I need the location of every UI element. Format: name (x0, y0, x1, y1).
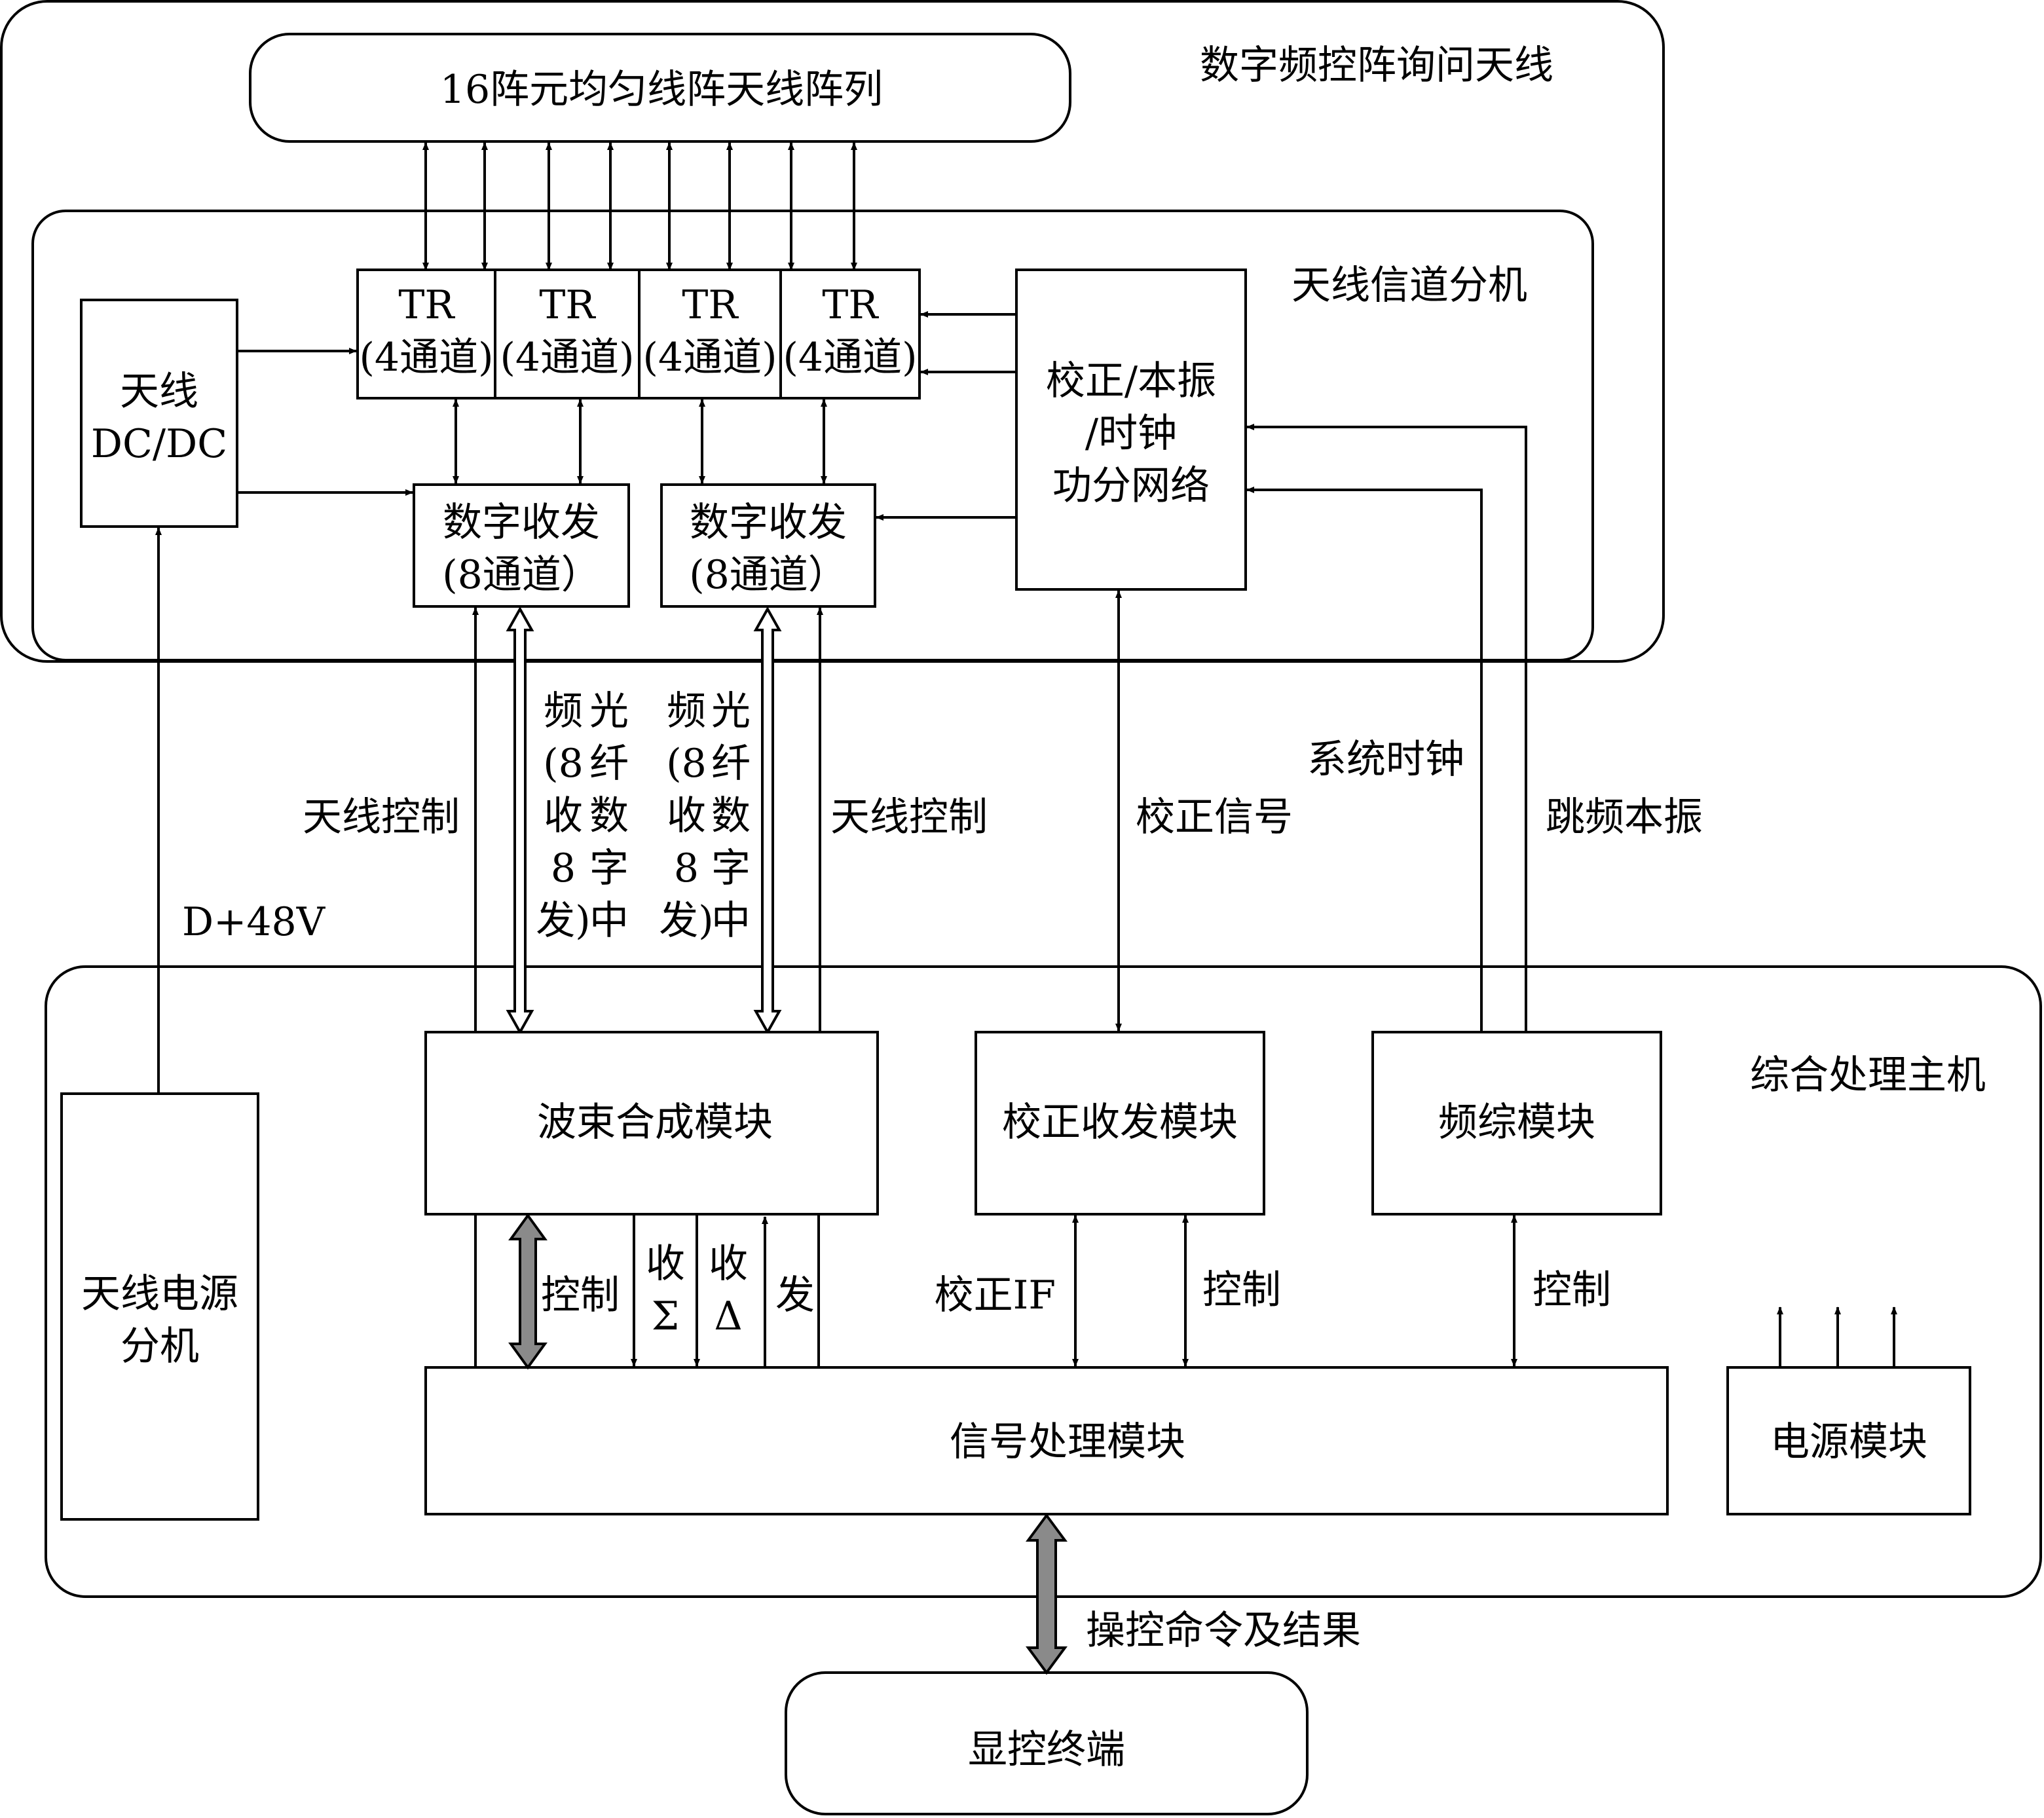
calib-trx-module (975, 1031, 1265, 1215)
digital-transceiver-2 (660, 483, 876, 608)
fiber-2-col1-char4: 8 (674, 845, 699, 891)
display-terminal-label: 显控终端 (968, 1727, 1125, 1773)
transceiver-2-line2: (8通道） (689, 552, 847, 598)
tr-module-4 (779, 269, 921, 399)
power-module (1726, 1366, 1971, 1515)
calib-lo-network-box (1015, 269, 1247, 591)
antenna-array-box (249, 33, 1071, 143)
digital-transceiver-1 (413, 483, 630, 608)
dcdc-label-line2: DC/DC (91, 421, 227, 467)
bf-control-label: 控制 (541, 1272, 620, 1318)
bf-sp-control-arrow (508, 1213, 548, 1370)
tr-2-channels: (4通道) (500, 335, 635, 380)
fiber-2-col1-char1: 频 (667, 688, 706, 734)
fiber-1-col1-char2: (8 (543, 741, 584, 787)
tr-3-label: TR (682, 282, 739, 328)
tr-1-label: TR (398, 282, 455, 328)
fiber-2-col2-char2: 纤 (711, 741, 751, 787)
outer-title: 数字频控阵询问天线 (1200, 43, 1553, 88)
fiber-1-col2-char4: 字 (589, 845, 629, 891)
fiber-label-2: 频 (8 收 8 发) 光 纤 数 字 中 (659, 688, 751, 944)
antenna-array-label: 16阵元均匀线阵天线阵列 (440, 67, 883, 113)
tr-module-1 (356, 269, 496, 399)
antenna-power-dist-box (60, 1092, 259, 1521)
fiber-1-col1-char3: 收 (544, 793, 583, 839)
tx-label: 发 (775, 1272, 815, 1318)
rx-delta-label-2: Δ (714, 1293, 742, 1339)
d48v-label: D+48V (182, 899, 326, 945)
channel-internal-links (237, 311, 1016, 521)
fiber-2-col1-char5: 发) (659, 898, 713, 944)
calib-network-line1: 校正/本振 (1046, 358, 1216, 404)
tr-1-channels: (4通道) (360, 335, 494, 380)
antenna-control-label-2: 天线控制 (830, 794, 988, 840)
freq-synth-label: 频综模块 (1438, 1100, 1595, 1145)
fiber-2-col2-char4: 字 (711, 845, 751, 891)
calib-control-label: 控制 (1202, 1267, 1281, 1313)
fiber-1-col1-char1: 频 (544, 688, 583, 734)
signal-proc-label: 信号处理模块 (950, 1419, 1185, 1465)
ops-command-arrow (1026, 1513, 1068, 1675)
rx-sigma-label-1: 收 (646, 1241, 685, 1287)
antenna-channel-frame (31, 210, 1594, 661)
fiber-2-col1-char3: 收 (667, 793, 706, 839)
hop-lo-line (1246, 424, 1527, 1031)
calib-network-line2: /时钟 (1085, 411, 1177, 456)
rx-delta-label-1: 收 (709, 1241, 748, 1287)
tr-3-channels: (4通道) (643, 335, 777, 380)
fiber-2-col2-char3: 数 (711, 793, 751, 839)
fiber-link-arrow-1 (506, 606, 534, 1035)
calib-signal-label: 校正信号 (1136, 794, 1293, 840)
fiber-1-col2-char2: 纤 (589, 741, 629, 787)
tr-module-3 (638, 269, 782, 399)
synth-control-label: 控制 (1533, 1267, 1611, 1313)
system-clock-line (1246, 487, 1483, 1031)
transceiver-1-line2: (8通道） (442, 552, 601, 598)
hop-lo-label: 跳频本振 (1546, 794, 1703, 840)
beamforming-module (424, 1031, 879, 1215)
tr-2-label: TR (539, 282, 596, 328)
dcdc-label-line1: 天线 (120, 369, 198, 415)
freq-synth-module (1371, 1031, 1662, 1215)
fiber-2-col2-char1: 光 (711, 688, 751, 734)
calib-trx-label: 校正收发模块 (1002, 1100, 1238, 1145)
ops-command-label: 操控命令及结果 (1086, 1608, 1361, 1654)
fiber-1-col2-char3: 数 (589, 793, 629, 839)
power-output-arrows (1777, 1307, 1897, 1367)
antenna-control-label-1: 天线控制 (303, 794, 460, 840)
fiber-2-col2-char5: 中 (711, 898, 751, 944)
fiber-2-col1-char2: (8 (666, 741, 707, 787)
transceiver-2-line1: 数字收发 (690, 500, 847, 546)
calib-network-line3: 功分网络 (1052, 463, 1210, 509)
antenna-dcdc-box (80, 299, 238, 528)
fiber-1-col2-char1: 光 (589, 688, 629, 734)
tr-4-channels: (4通道) (783, 335, 918, 380)
rx-sigma-label-2: Σ (652, 1293, 679, 1339)
fiber-link-arrow-2 (753, 606, 782, 1035)
power-dist-line2: 分机 (121, 1324, 199, 1369)
fiber-1-col2-char5: 中 (589, 898, 629, 944)
beamforming-label: 波束合成模块 (537, 1100, 773, 1145)
transceiver-1-line1: 数字收发 (443, 500, 600, 546)
power-module-label: 电源模块 (1770, 1419, 1927, 1465)
display-terminal-box (785, 1671, 1309, 1815)
fiber-1-col1-char4: 8 (551, 845, 576, 891)
tr-module-2 (494, 269, 641, 399)
calib-if-label: 校正IF (935, 1272, 1056, 1318)
fiber-1-col1-char5: 发) (536, 898, 590, 944)
tr-modules: TR (4通道) TR (4通道) TR (4通道) TR (4通道) (356, 269, 921, 399)
channel-title: 天线信道分机 (1291, 263, 1527, 308)
fiber-label-1: 频 (8 收 8 发) 光 纤 数 字 中 (536, 688, 629, 944)
array-tr-links (422, 142, 857, 270)
tr-4-label: TR (822, 282, 879, 328)
power-dist-line1: 天线电源 (81, 1271, 238, 1317)
host-title: 综合处理主机 (1750, 1052, 1986, 1098)
system-clock-label: 系统时钟 (1307, 737, 1464, 783)
